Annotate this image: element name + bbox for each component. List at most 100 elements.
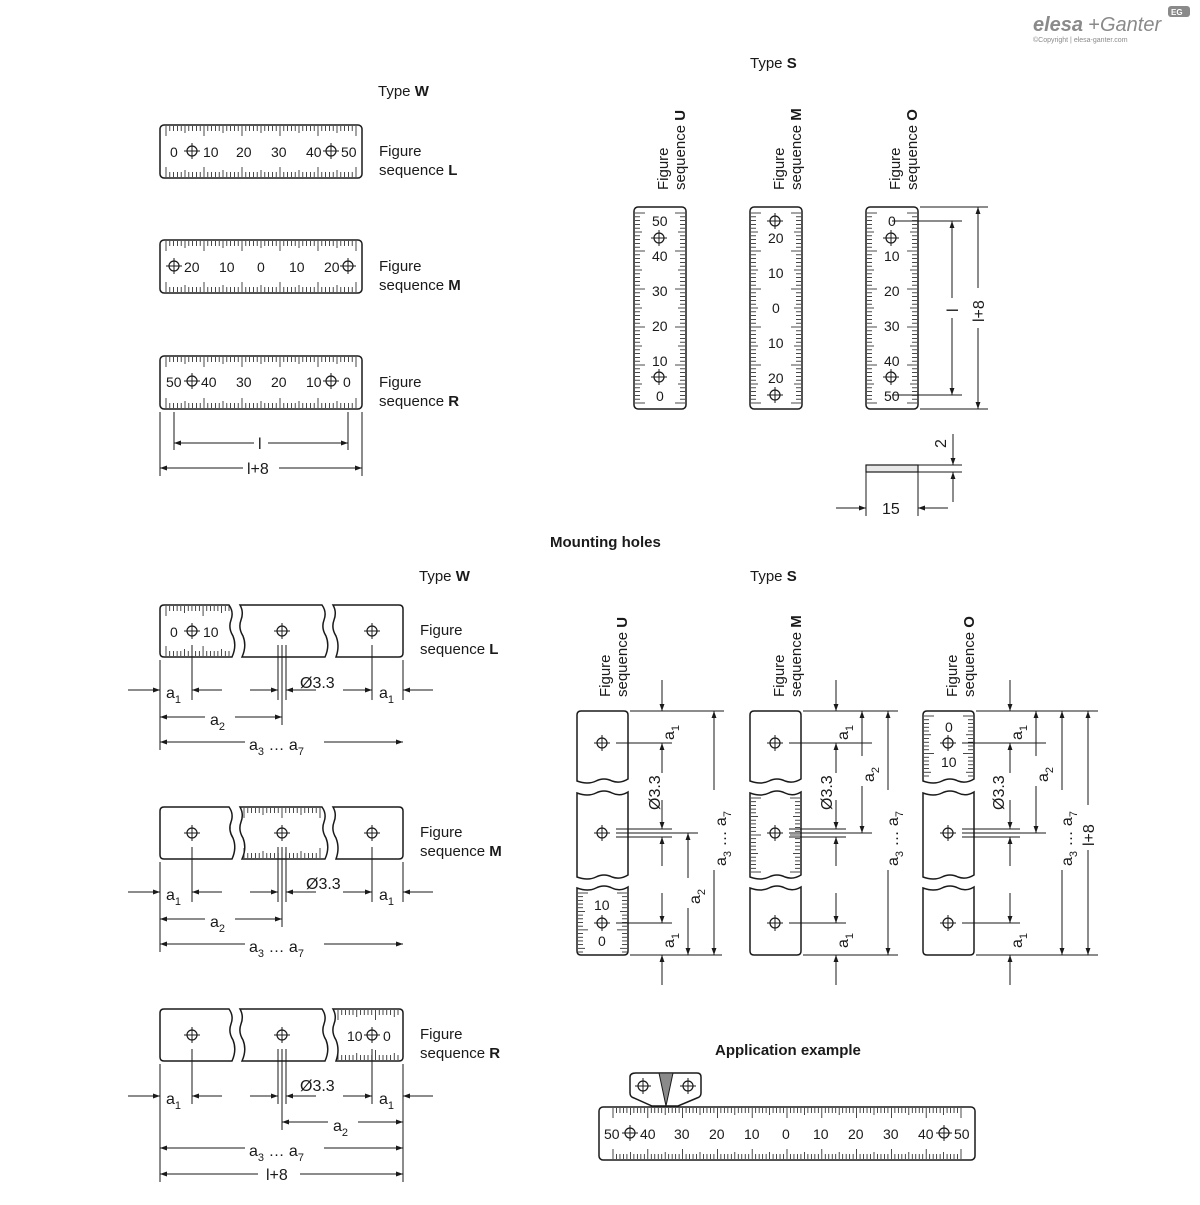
scale-label: 10 [768,265,784,281]
fig-label-line1: Figure [420,1026,463,1043]
dim-l8-label: l+8 [266,1167,288,1184]
mounting-hole-symbol [940,825,956,841]
scale-label: 30 [884,318,900,334]
dim-a3-a7: a3 … a7 [249,737,304,758]
mh-w-row-M-dims: a1 Ø3.3 a1 a2 a3 … a7 [128,847,433,960]
brand-logo: elesa + Ganter EG ©Copyright | elesa-gan… [1033,6,1190,44]
mh-w-row-R-dims: a1 Ø3.3 a1 a2 a3 … a7 l+8 [128,1049,433,1184]
mh-fig-label-s-O: Figure sequence O [944,616,978,697]
mh-s-col-M-dims: a1 Ø3.3 a1 a2 a3 … a7 [789,680,906,985]
ruler-ticks [867,212,917,404]
scale-label: 40 [918,1126,934,1142]
dim-a1: a1 [166,887,181,908]
mounting-hole-symbol [940,915,956,931]
dimension-l8-w: l+8 [159,412,363,478]
mounting-hole-symbol [940,735,956,751]
ruler-ticks [612,1108,962,1159]
mounting-hole-symbol [767,825,783,841]
fig-label-line2: sequence R [379,393,459,410]
fig-label-s-M: Figure sequence M [771,108,805,190]
svg-text:sequence U: sequence U [672,110,689,190]
dim-diameter: Ø3.3 [300,1078,335,1095]
mh-type-s-title: Type S [750,568,797,585]
mh-s-col-O: 0 10 [922,710,975,956]
dim-a1: a1 [661,725,682,740]
dim-a3-a7: a3 … a7 [885,811,906,866]
scale-label: 20 [768,230,784,246]
type-w-title: Type W [378,83,430,100]
scale-label: 40 [306,144,322,160]
dim-a3-a7: a3 … a7 [713,811,734,866]
mh-s-col-M [749,710,802,956]
dim-a1: a1 [661,933,682,948]
dim-a1: a1 [379,887,394,908]
mounting-hole-symbol [767,387,783,403]
scale-label: 10 [203,624,219,640]
scale-label: 20 [884,283,900,299]
mounting-hole-symbol [883,369,899,385]
ruler-ticks [165,126,357,177]
svg-text:Figure: Figure [944,654,961,697]
scale-label: 10 [289,259,305,275]
dim-l8-label: l+8 [247,461,269,478]
ruler-ticks [165,241,357,292]
fig-label-s-O: Figure sequence O [887,109,921,190]
svg-text:Figure: Figure [771,147,788,190]
mounting-hole-symbol [364,1027,380,1043]
fig-label-line2: sequence L [379,162,457,179]
mounting-hole-symbol [340,258,356,274]
fig-label-line1: Figure [420,622,463,639]
scale-label: 0 [598,933,606,949]
scale-label: 30 [236,374,252,390]
scale-label: 50 [604,1126,620,1142]
dim-a1: a1 [835,725,856,740]
mh-w-row-L-dims: a1 Ø3.3 a1 a2 a3 … a7 [128,645,433,758]
dim-l-label: l [258,436,262,453]
scale-label: 10 [884,248,900,264]
scale-label: 20 [271,374,287,390]
svg-text:Figure: Figure [597,654,614,697]
scale-label: 10 [768,335,784,351]
ruler-ticks [578,892,627,953]
brand-plus: + [1088,14,1100,36]
mh-s-col-O-dims: a1 Ø3.3 a1 a2 a3 … a7 l+8 [962,680,1098,985]
scale-w-seq-L: 0 10 20 30 40 50 [159,124,363,179]
svg-text:Figure: Figure [887,147,904,190]
svg-text:sequence U: sequence U [614,617,631,697]
scale-label: 0 [945,719,953,735]
mounting-hole-symbol [274,1027,290,1043]
mh-w-row-L: 0 10 [159,604,404,658]
brand-badge-box [1168,6,1190,17]
scale-label: 0 [170,144,178,160]
brand-name-b: Ganter [1100,14,1162,36]
dim-diameter: Ø3.3 [819,775,836,810]
scale-label: 10 [594,897,610,913]
dim-a1: a1 [1009,933,1030,948]
scale-label: 40 [640,1126,656,1142]
mh-type-w-title: Type W [419,568,471,585]
ruler-ticks [751,212,801,404]
application-title: Application example [715,1042,861,1059]
ruler-ticks [635,212,685,404]
scale-s-seq-U: 50 40 30 20 10 0 [633,206,687,410]
mounting-hole-symbol [364,623,380,639]
fig-label-line1: Figure [420,824,463,841]
dim-l8-label: l+8 [1081,824,1098,846]
mh-fig-label-s-U: Figure sequence U [597,617,631,697]
mounting-hole-symbol [184,623,200,639]
mounting-hole-symbol [323,373,339,389]
scale-label: 40 [201,374,217,390]
mounting-hole-symbol [323,143,339,159]
scale-label: 20 [652,318,668,334]
dim-a1: a1 [835,933,856,948]
dim-l8-label: l+8 [971,300,988,322]
fig-label-line1: Figure [379,143,422,160]
dim-2-label: 2 [933,439,950,448]
ruler-ticks [751,797,800,873]
mounting-hole-symbol [651,369,667,385]
scale-w-seq-R: 50 40 30 20 10 0 [159,355,363,410]
dim-a1: a1 [379,685,394,706]
fig-label-line1: Figure [379,258,422,275]
